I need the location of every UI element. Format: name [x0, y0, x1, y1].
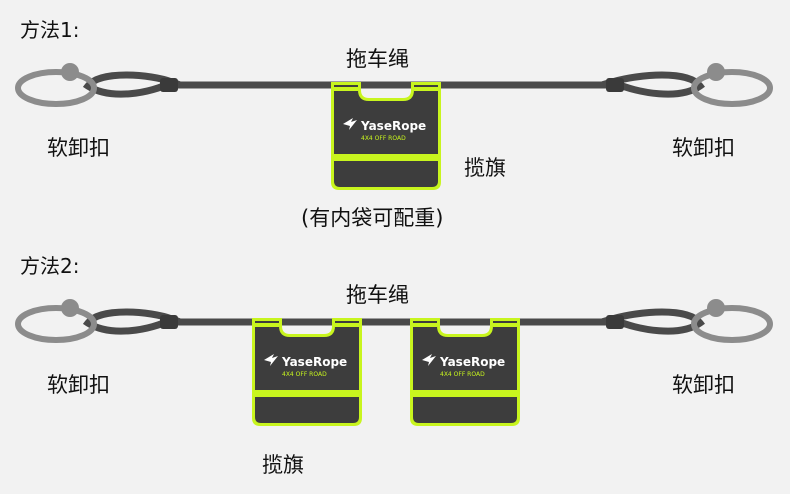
- method2-rope-right-eye: [601, 308, 705, 335]
- method1-left-shackle-label: 软卸扣: [47, 136, 110, 160]
- method2-flag-2-brand: YaseRope: [439, 355, 505, 369]
- method2-flag-2: YaseRope 4X4 OFF ROAD: [410, 318, 520, 426]
- method2-left-shackle: [15, 305, 97, 343]
- method1-rope-right-sleeve: [606, 78, 624, 92]
- method1-flag-tagline: 4X4 OFF ROAD: [361, 135, 406, 142]
- method1-right-shackle-knot: [707, 63, 725, 81]
- method1-flag-label: 揽旗: [464, 156, 506, 180]
- method1-rope-right-eye: [601, 71, 705, 98]
- method1-flag-brand: YaseRope: [360, 119, 426, 133]
- method2-flag-1-tagline: 4X4 OFF ROAD: [282, 371, 327, 378]
- method1-flag: YaseRope 4X4 OFF ROAD: [331, 82, 441, 190]
- method2-right-shackle-knot: [707, 299, 725, 317]
- method2-rope-left-sleeve: [160, 315, 178, 329]
- method1-rope-left-sleeve: [160, 78, 178, 92]
- method2-title: 方法2:: [20, 254, 80, 278]
- method2-rope-left-eye: [82, 308, 181, 335]
- method2-right-shackle: [691, 305, 773, 343]
- method2-flag-1: YaseRope 4X4 OFF ROAD: [252, 318, 362, 426]
- method1-assembly: YaseRope 4X4 OFF ROAD: [15, 63, 773, 190]
- method1-rope-label: 拖车绳: [346, 47, 409, 71]
- method2-left-shackle-label: 软卸扣: [47, 373, 110, 397]
- method2-flag-2-tagline: 4X4 OFF ROAD: [440, 371, 485, 378]
- method2-flag-1-brand: YaseRope: [281, 355, 347, 369]
- method2-left-shackle-knot: [61, 299, 79, 317]
- method2-right-shackle-label: 软卸扣: [672, 373, 735, 397]
- method1-flag-note: (有内袋可配重): [301, 206, 444, 230]
- method1-left-shackle-knot: [61, 63, 79, 81]
- method2-rope-right-sleeve: [606, 315, 624, 329]
- method1-right-shackle-label: 软卸扣: [672, 136, 735, 160]
- method1-right-shackle: [691, 69, 773, 107]
- method1-rope-left-eye: [82, 71, 181, 98]
- method2-flag-label: 揽旗: [262, 453, 304, 477]
- method1-left-shackle: [15, 69, 97, 107]
- method1-title: 方法1:: [20, 18, 80, 42]
- method2-assembly: YaseRope 4X4 OFF ROAD YaseRope 4X4 OFF R…: [15, 299, 773, 426]
- method2-rope-label: 拖车绳: [346, 283, 409, 307]
